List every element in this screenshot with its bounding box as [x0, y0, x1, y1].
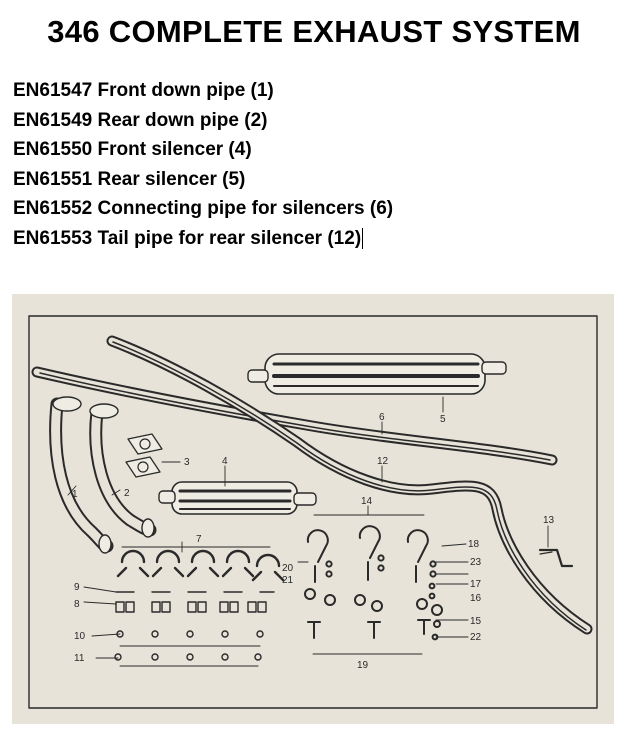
- diagram-frame: [28, 315, 598, 709]
- callout-2: 2: [124, 488, 130, 499]
- hangers-drawing: [304, 525, 443, 641]
- callout-1: 1: [72, 489, 78, 500]
- callout-13: 13: [543, 515, 555, 526]
- callout-20: 20: [282, 563, 294, 574]
- parts-list: EN61547 Front down pipe (1) EN61549 Rear…: [13, 76, 393, 253]
- tail-pipe-drawing: [106, 335, 593, 635]
- exhaust-diagram: 1 2 3 4 5 6 7 8 9 10 11 12 13 14 15 16 1…: [28, 315, 598, 709]
- callout-5: 5: [440, 414, 446, 425]
- clamps-drawing: [116, 549, 285, 582]
- connecting-pipe-drawing: [31, 366, 558, 466]
- bracket-drawing: [538, 548, 574, 568]
- fasteners-drawing: [114, 591, 275, 661]
- part-item-rear-down-pipe: EN61549 Rear down pipe (2): [13, 109, 268, 131]
- flange-gaskets-drawing: [125, 433, 163, 478]
- callout-8: 8: [74, 599, 80, 610]
- front-silencer-drawing: [158, 481, 317, 515]
- exhaust-diagram-scan: 1 2 3 4 5 6 7 8 9 10 11 12 13 14 15 16 1…: [12, 294, 614, 724]
- callout-3: 3: [184, 457, 190, 468]
- rear-down-pipe-drawing: [89, 403, 157, 538]
- callout-labels: 1 2 3 4 5 6 7 8 9 10 11 12 13 14 15 16 1…: [72, 412, 555, 671]
- text-cursor: [362, 227, 364, 249]
- callout-4: 4: [222, 456, 228, 467]
- callout-7: 7: [196, 534, 202, 545]
- callout-6: 6: [379, 412, 385, 423]
- front-down-pipe-drawing: [49, 396, 114, 554]
- callout-14: 14: [361, 496, 373, 507]
- callout-17: 17: [470, 579, 482, 590]
- part-item-tail-pipe: EN61553 Tail pipe for rear silencer (12): [13, 227, 364, 249]
- callout-18: 18: [468, 539, 480, 550]
- callout-22: 22: [470, 632, 482, 643]
- part-item-front-down-pipe: EN61547 Front down pipe (1): [13, 80, 274, 101]
- callout-9: 9: [74, 582, 80, 593]
- callout-19: 19: [357, 660, 369, 671]
- callout-21: 21: [282, 575, 294, 586]
- callout-23: 23: [470, 557, 482, 568]
- part-item-connecting-pipe: EN61552 Connecting pipe for silencers (6…: [13, 198, 394, 219]
- callout-11: 11: [74, 653, 85, 664]
- callout-12: 12: [377, 456, 389, 467]
- part-item-rear-silencer: EN61551 Rear silencer (5): [13, 168, 246, 190]
- callout-10: 10: [74, 631, 86, 642]
- page-title: 346 COMPLETE EXHAUST SYSTEM: [47, 14, 581, 49]
- leader-lines: [67, 396, 549, 667]
- callout-16: 16: [470, 593, 482, 604]
- callout-15: 15: [470, 616, 482, 627]
- rear-silencer-drawing: [247, 353, 507, 395]
- part-item-front-silencer: EN61550 Front silencer (4): [13, 139, 252, 160]
